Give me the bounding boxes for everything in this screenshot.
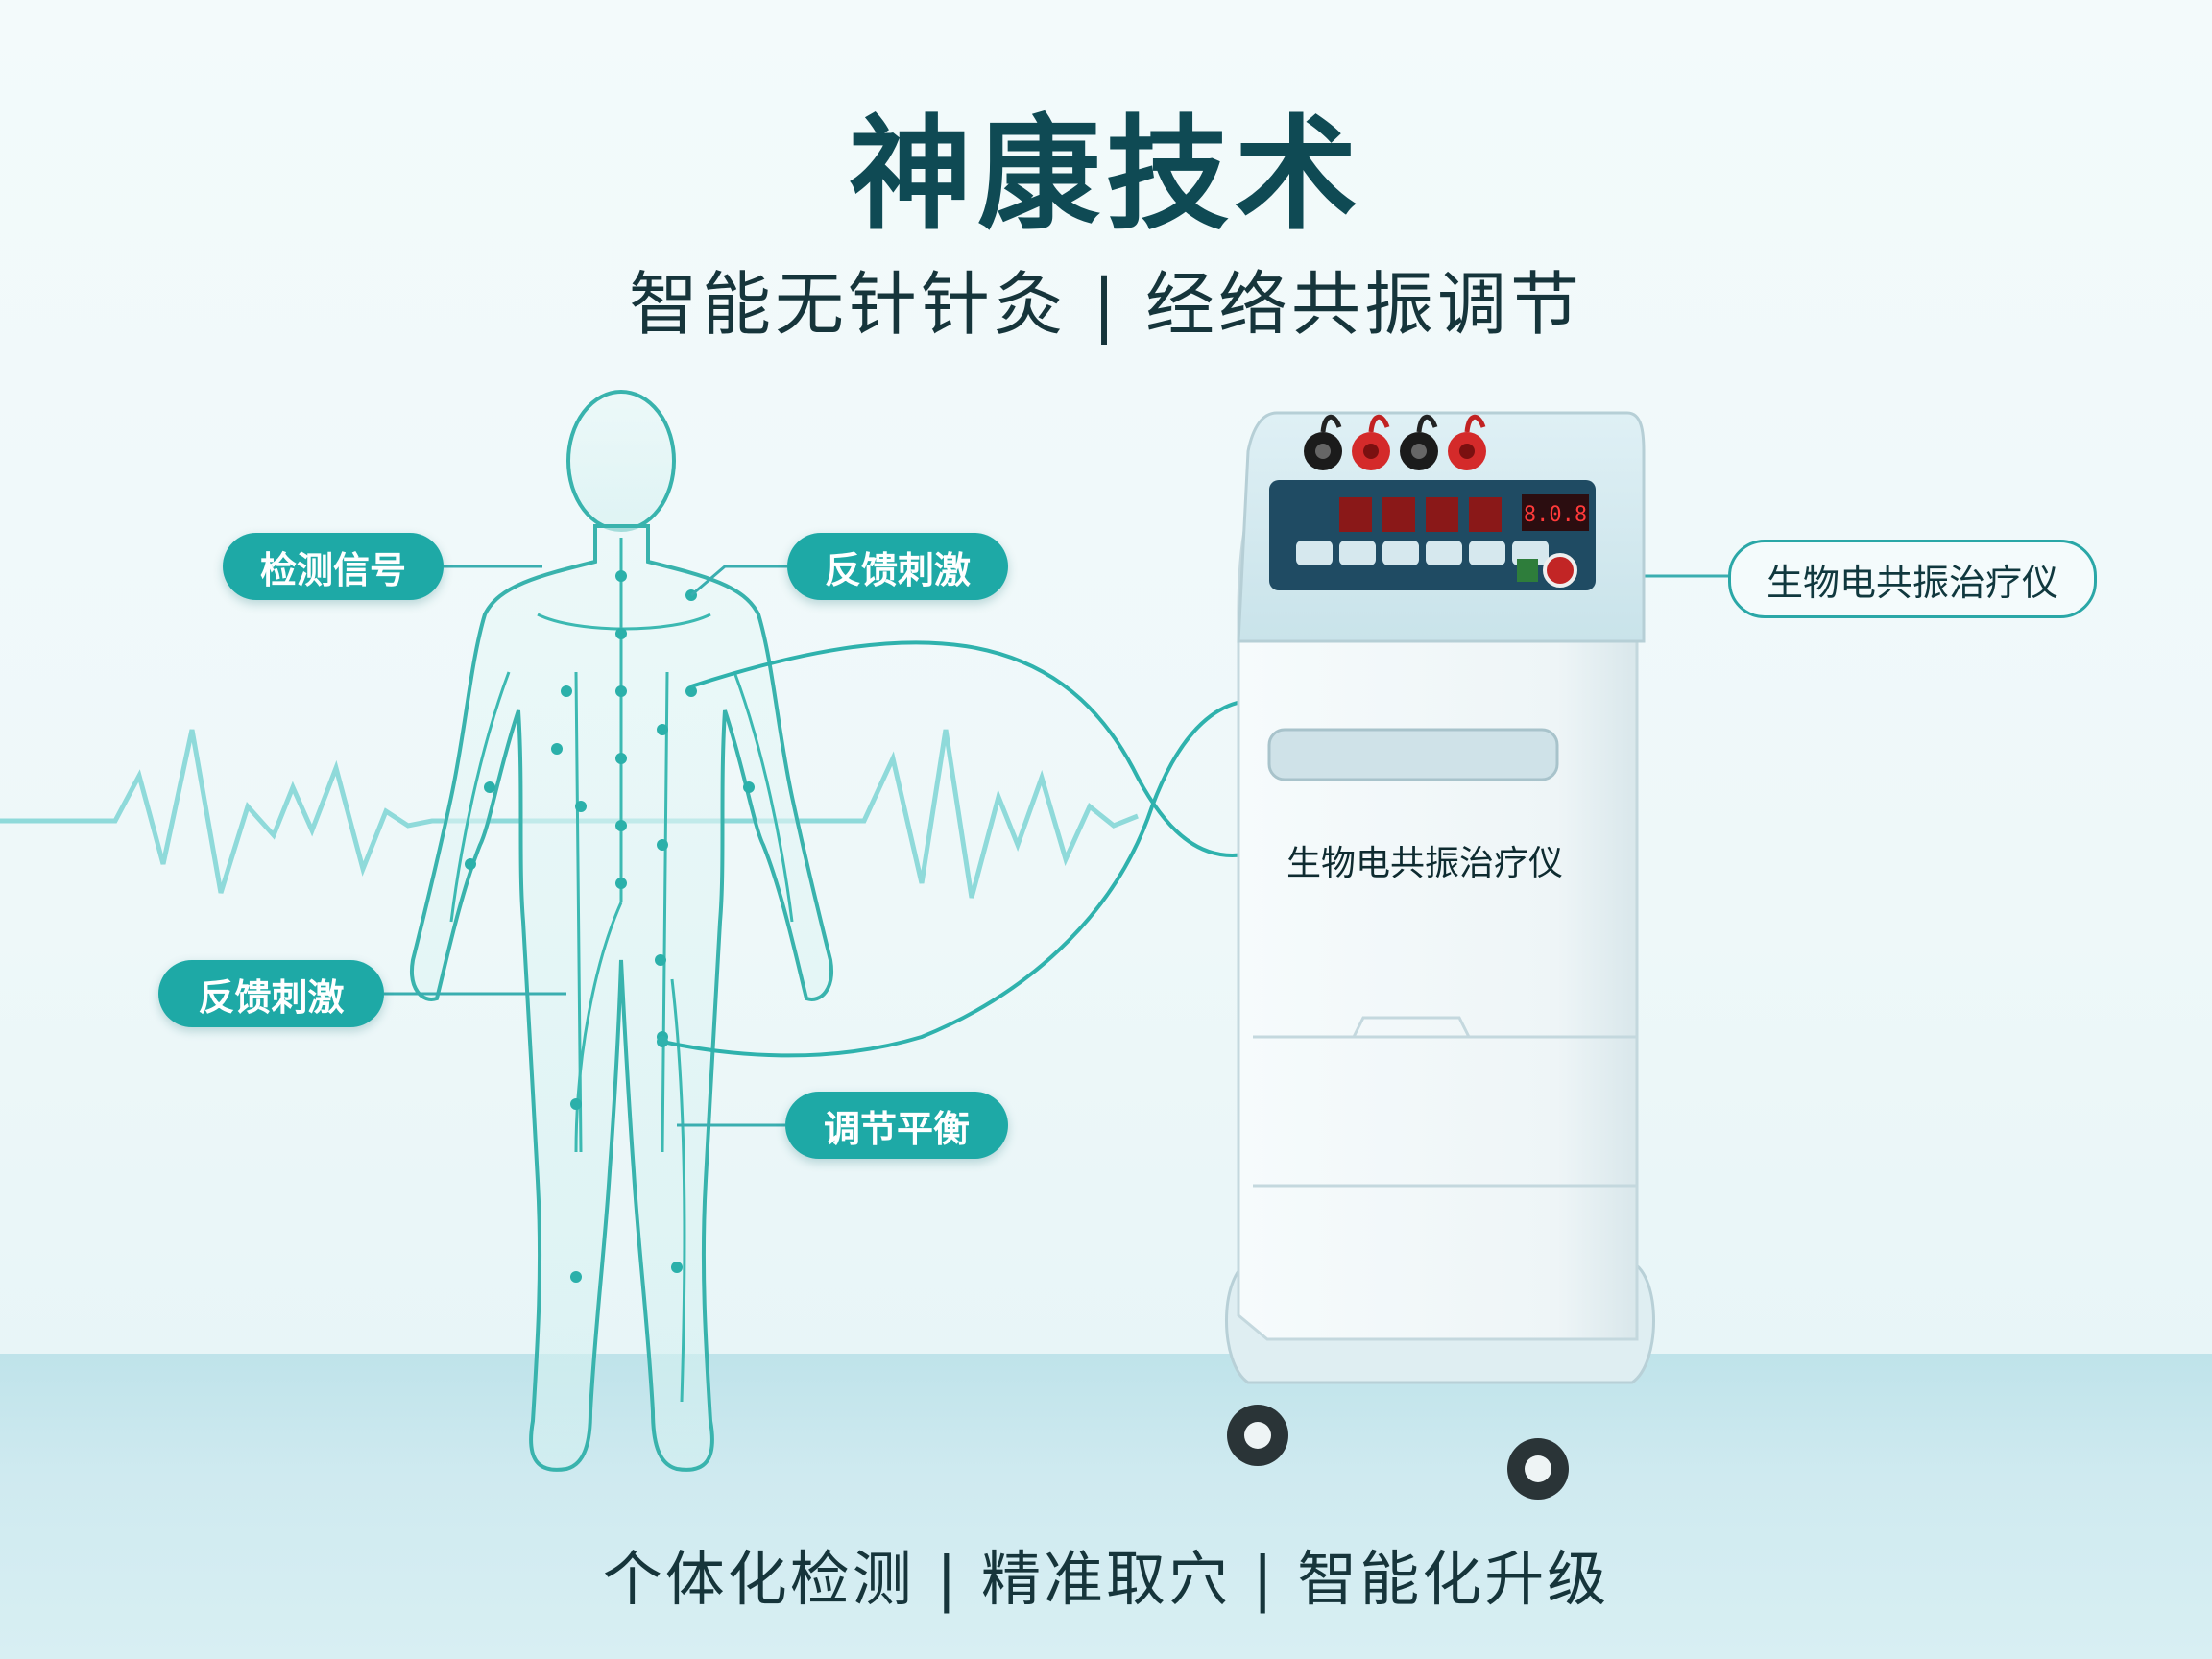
page-subtitle: 智能无针针灸 | 经络共振调节 [628,264,1584,345]
page-title: 神康技术 [848,104,1363,247]
device-name-body: 生物电共振治疗仪 [1286,844,1564,883]
label-regulate-balance: 调节平衡 [785,1092,1008,1159]
device-handle [1267,728,1559,781]
electrode-jack-icon [1304,432,1486,470]
callout-lines [384,565,1728,1127]
power-button-icon [1543,553,1577,588]
therapy-device-icon: 8.0.8 [1225,411,1655,1500]
switch-icon [1517,559,1538,582]
led-display: 8.0.8 [1524,503,1587,527]
label-detect-signal: 检测信号 [223,533,444,600]
floor-background [0,1354,2212,1659]
footer-tagline: 个体化检测 | 精准取穴 | 智能化升级 [602,1544,1610,1614]
meridian-lines [449,538,794,1403]
ecg-wave-icon [0,729,1139,899]
label-feedback-upper: 反馈刺激 [787,533,1008,600]
device-name-callout: 生物电共振治疗仪 [1728,540,2097,618]
label-feedback-lower: 反馈刺激 [158,960,384,1027]
